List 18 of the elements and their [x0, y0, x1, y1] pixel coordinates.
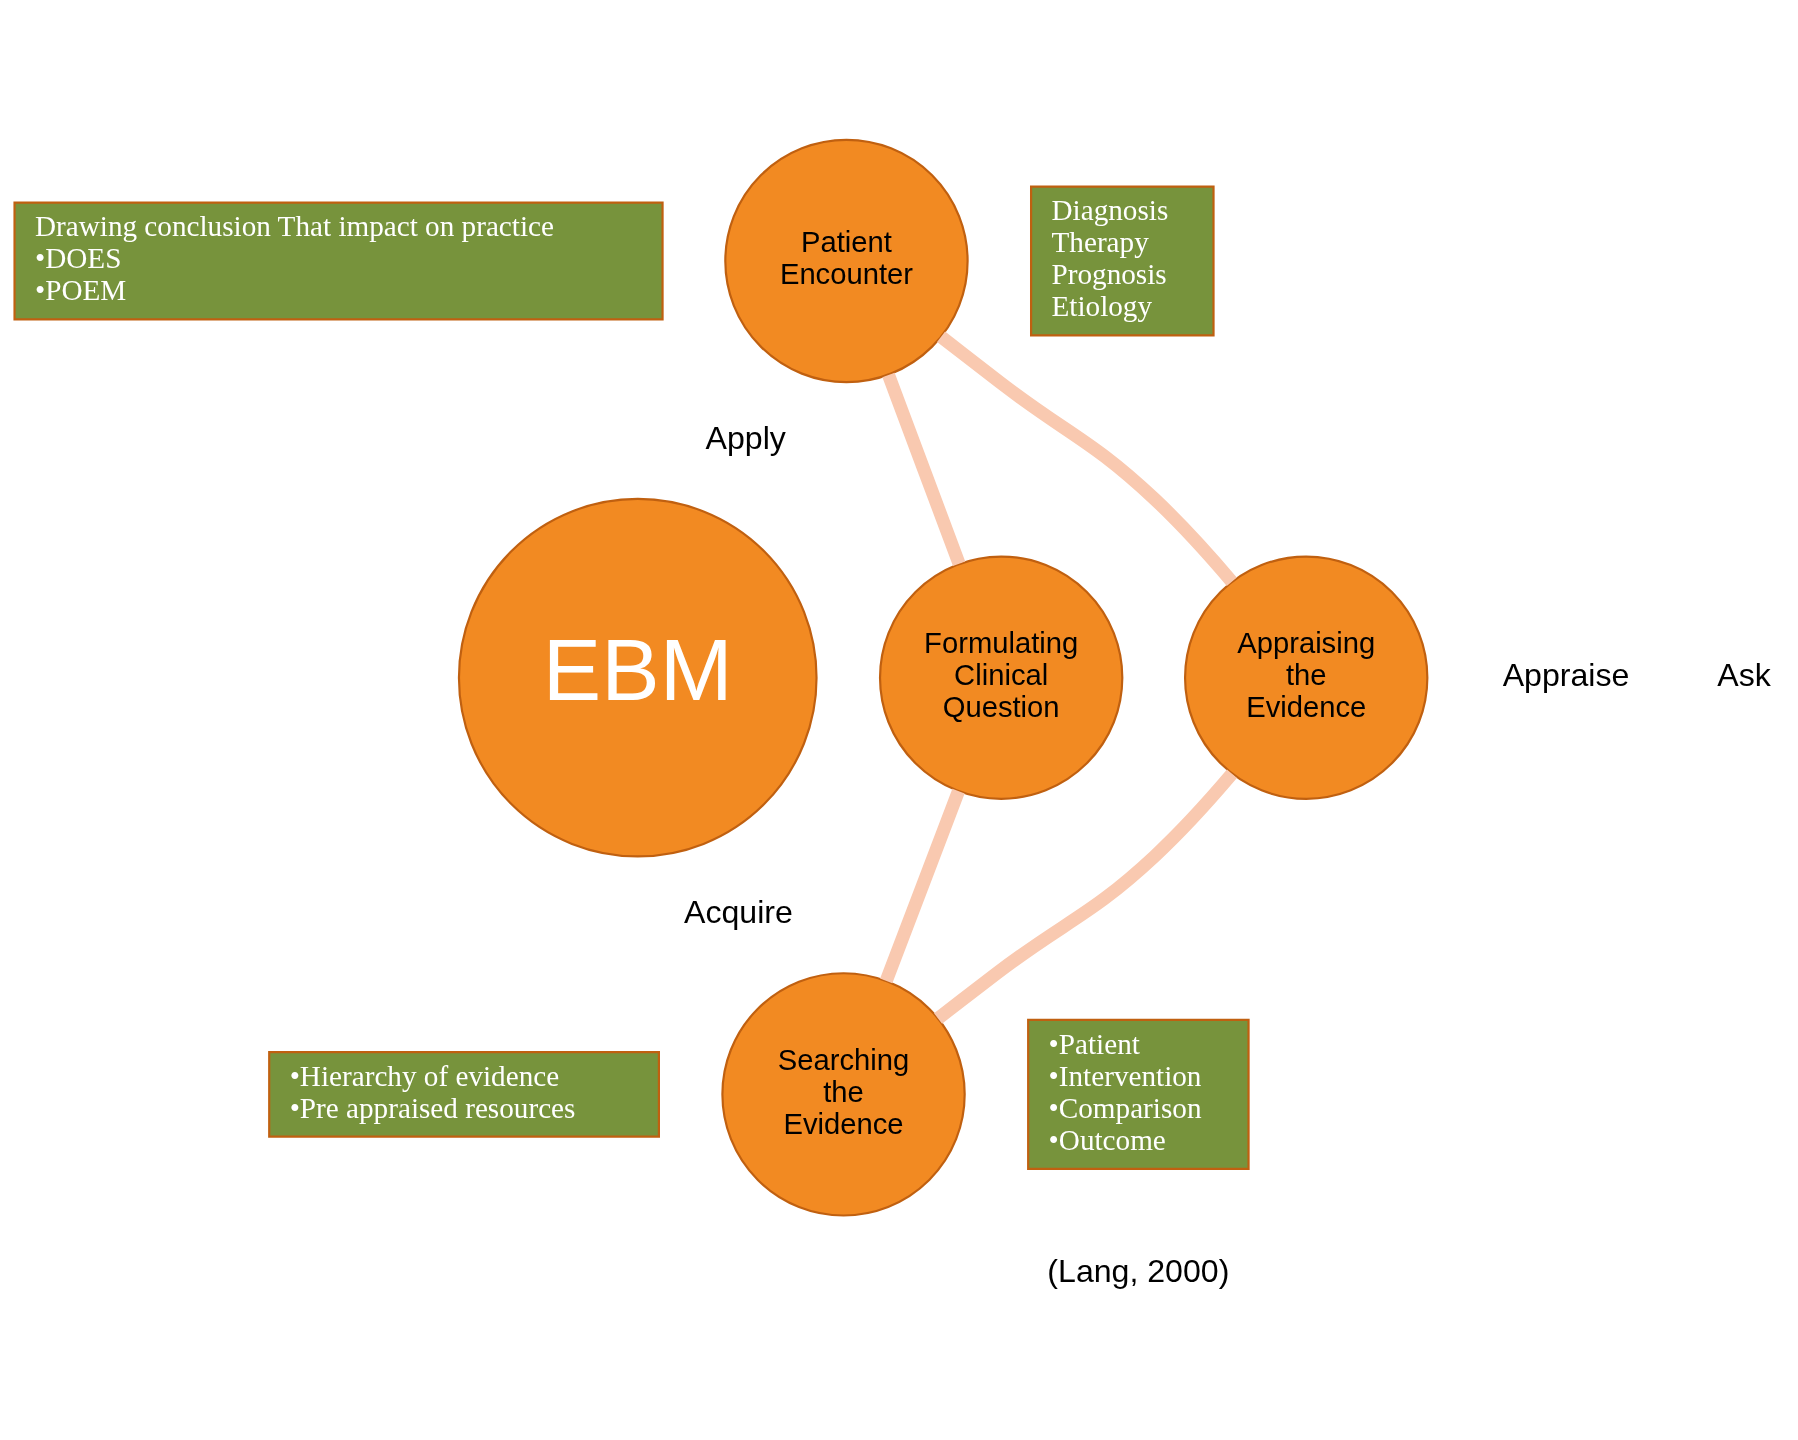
node-circle: Formulating Clinical Question	[878, 555, 1124, 800]
node-circle: Appraising the Evidence	[1183, 555, 1429, 800]
node-box: Drawing conclusion That impact on practice •DOES •POEM	[13, 201, 664, 321]
label: Ask	[1717, 656, 1771, 693]
label: Appraise	[1502, 656, 1630, 693]
label: Apply	[705, 419, 786, 456]
node-circle: EBM	[457, 497, 818, 858]
node-box: •Hierarchy of evidence •Pre appraised resources	[268, 1050, 660, 1138]
connector	[937, 331, 1237, 586]
connector	[880, 788, 965, 984]
connector	[882, 372, 966, 566]
node-circle: Patient Encounter	[724, 138, 969, 384]
node-box: Diagnosis Therapy Prognosis Etiology	[1030, 185, 1215, 337]
node-circle: Searching the Evidence	[721, 972, 966, 1217]
label: Acquire	[684, 894, 793, 931]
connector	[934, 769, 1237, 1024]
label: (Lang, 2000)	[1047, 1253, 1230, 1290]
node-box: •Patient •Intervention •Comparison •Outcome	[1027, 1018, 1250, 1170]
